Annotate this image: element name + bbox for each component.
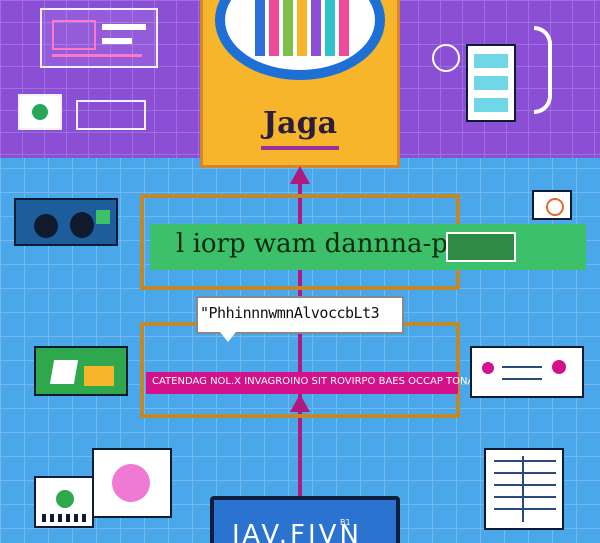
speech-bubble bbox=[196, 296, 404, 334]
bottom-screen bbox=[210, 496, 400, 543]
title-card: Jaga bbox=[200, 0, 400, 168]
network-icon bbox=[470, 346, 584, 398]
server-stack-icon bbox=[466, 44, 516, 122]
page-title: Jaga bbox=[262, 106, 338, 141]
lower-frame bbox=[140, 322, 460, 418]
cable-icon bbox=[524, 26, 560, 114]
code-window-icon bbox=[34, 476, 94, 528]
magenta-strip bbox=[146, 372, 458, 394]
cube-icon bbox=[34, 346, 128, 396]
vertical-connector bbox=[298, 183, 302, 513]
green-banner-text: l iorp wam dannna-pirig bbox=[176, 229, 494, 259]
bottom-screen-text: JAV.FIVN bbox=[232, 520, 362, 543]
gear-icon bbox=[432, 44, 460, 72]
camera-frame-icon bbox=[92, 448, 172, 518]
people-icon bbox=[14, 198, 118, 246]
tag-chip bbox=[446, 232, 516, 262]
arrow-up-icon bbox=[290, 394, 310, 412]
circuit-lines-icon bbox=[76, 100, 146, 130]
title-underline bbox=[261, 146, 339, 150]
bottom-screen-label: B1 bbox=[340, 518, 351, 527]
camera-icon bbox=[532, 190, 572, 220]
chip-icon bbox=[18, 94, 62, 130]
logo-ring bbox=[215, 0, 385, 80]
arrow-up-icon bbox=[290, 166, 310, 184]
magenta-strip-text: CATENDAG NOL.X INVAGROINO SIT ROVIRPO BA… bbox=[152, 376, 494, 387]
circuit-diagram-icon bbox=[40, 8, 158, 68]
speech-tail bbox=[220, 332, 236, 342]
speech-bubble-text: "PhhinnnwmnAlvoccbLt3 bbox=[200, 304, 380, 322]
logo-bars bbox=[225, 0, 375, 70]
document-icon bbox=[484, 448, 564, 530]
